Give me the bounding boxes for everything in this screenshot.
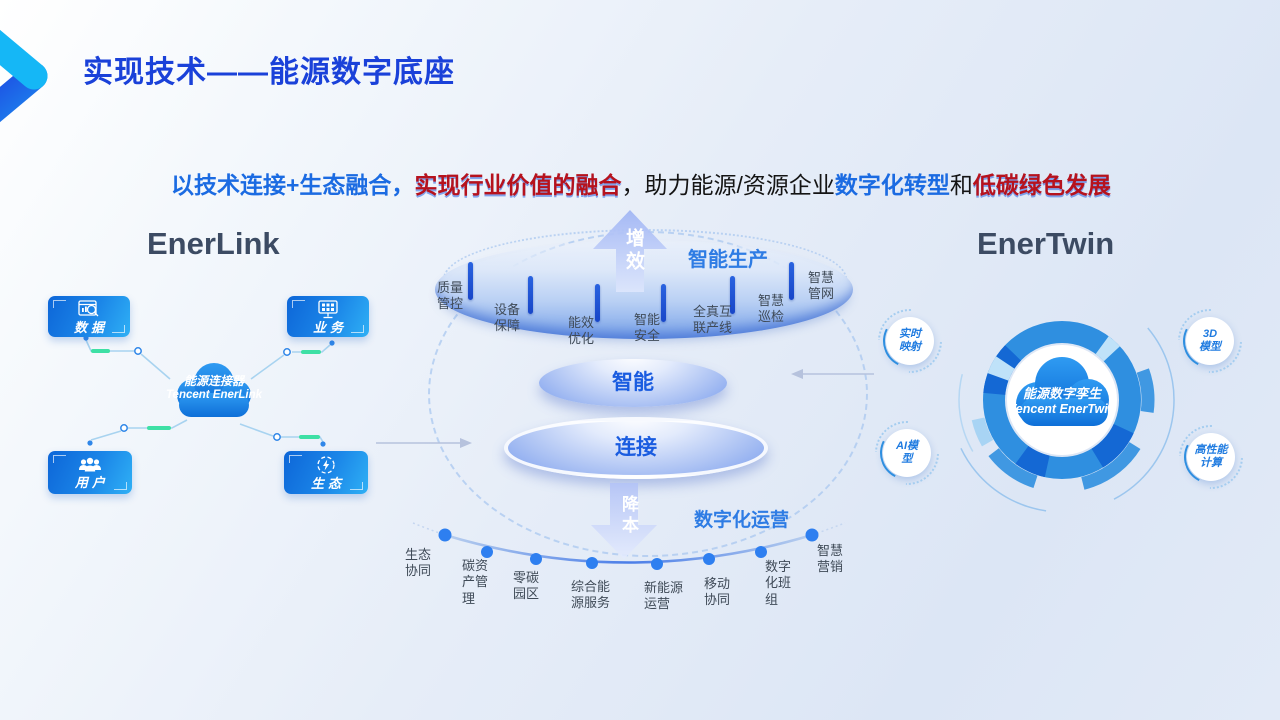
badge-3d-model: 3D模型 xyxy=(1186,317,1234,365)
bottom-item-label: 数字化班组 xyxy=(765,559,792,607)
down-arrow xyxy=(591,483,657,559)
down-arrow-label: 降本 xyxy=(619,495,638,537)
business-monitor-icon xyxy=(318,299,338,318)
enerlink-cloud-text: 能源连接器 Tencent EnerLink xyxy=(158,372,270,401)
enerlink-cloud-line2: Tencent EnerLink xyxy=(165,389,263,401)
enertwin-ring xyxy=(949,287,1175,513)
platform-item-label: 质量管控 xyxy=(437,280,464,312)
data-chart-icon xyxy=(78,299,99,316)
enertwin-heading: EnerTwin xyxy=(977,226,1115,261)
enerlink-box-label: 用户 xyxy=(74,475,109,490)
smart-production-label: 智能生产 xyxy=(688,249,768,271)
flow-arrow-left xyxy=(791,369,874,379)
platform-bar xyxy=(661,284,666,322)
enertwin-cloud-text: 能源数字孪生 Tencent EnerTwin xyxy=(982,383,1142,416)
badge-label: 高性能计算 xyxy=(1194,443,1228,469)
subtitle-part-blue2: 数字化转型 xyxy=(834,172,950,198)
subtitle-part-red2: 低碳绿色发展 xyxy=(972,172,1111,198)
up-arrow-label: 增效 xyxy=(623,228,644,274)
enertwin-cloud-icon xyxy=(1016,357,1109,426)
platform-bar xyxy=(789,262,794,300)
enerlink-cloud-line1: 能源连接器 xyxy=(183,374,244,388)
badge-ai-model: AI模型 xyxy=(883,429,931,477)
up-arrow xyxy=(593,210,667,292)
badge-hpc: 高性能计算 xyxy=(1187,433,1235,481)
enerlink-box-label: 生态 xyxy=(310,476,345,491)
bottom-item-label: 生态协同 xyxy=(405,547,432,579)
page-title: 实现技术——能源数字底座 xyxy=(83,56,455,89)
platform-item-label: 能效优化 xyxy=(568,315,595,347)
bottom-item-label: 移动协同 xyxy=(704,576,731,608)
enerlink-connector-lines xyxy=(83,335,335,447)
platform-item-label: 全真互联产线 xyxy=(693,304,733,336)
subtitle-part-red1: 实现行业价值的融合 xyxy=(414,172,622,198)
platform-bar xyxy=(595,284,600,322)
bottom-item-label: 综合能源服务 xyxy=(571,579,611,611)
subtitle: 以技术连接+生态融合，实现行业价值的融合，助力能源/资源企业数字化转型和低碳绿色… xyxy=(171,166,1111,200)
enerlink-box-label: 数据 xyxy=(73,319,108,335)
enerlink-box-data: 数据 xyxy=(48,296,130,337)
bottom-item-label: 零碳园区 xyxy=(513,570,540,602)
flow-arrow-right xyxy=(376,438,472,448)
chevron-play-logo xyxy=(0,29,48,123)
platform-item-label: 设备保障 xyxy=(494,302,521,334)
users-icon xyxy=(79,457,101,472)
intelligence-ellipse: 智能 xyxy=(539,359,727,407)
enerlink-cloud-icon xyxy=(177,363,251,417)
enerlink-heading: EnerLink xyxy=(147,226,280,261)
ecosystem-energy-icon xyxy=(317,456,335,474)
platform-item-label: 智慧管网 xyxy=(808,270,835,302)
subtitle-part-black2: 和 xyxy=(949,172,973,198)
bottom-item-label: 碳资产管理 xyxy=(462,558,489,606)
enerlink-box-label: 业务 xyxy=(312,319,347,335)
platform-item-label: 智能安全 xyxy=(634,312,661,344)
badge-label: 3D模型 xyxy=(1199,327,1221,353)
enertwin-cloud-line1: 能源数字孪生 xyxy=(1022,386,1101,401)
platform-bar xyxy=(730,276,735,314)
badge-label: AI模型 xyxy=(896,439,918,465)
subtitle-part-blue1: 以技术连接+生态融合， xyxy=(171,172,415,198)
enerlink-box-ecosystem: 生态 xyxy=(284,451,368,494)
bottom-item-label: 智慧营销 xyxy=(817,543,844,575)
enertwin-cloud-line2: Tencent EnerTwin xyxy=(1008,402,1116,416)
enerlink-box-business: 业务 xyxy=(287,296,369,337)
platform-bar xyxy=(468,262,473,300)
badge-label: 实时映射 xyxy=(899,327,921,353)
connection-ellipse: 连接 xyxy=(504,417,768,479)
badge-realtime-mapping: 实时映射 xyxy=(886,317,934,365)
enerlink-box-users: 用户 xyxy=(48,451,132,494)
bottom-arc xyxy=(412,522,846,570)
platform-bar xyxy=(528,276,533,314)
platform-item-label: 智慧巡检 xyxy=(758,293,785,325)
digital-operation-label: 数字化运营 xyxy=(694,510,790,531)
bottom-item-label: 新能源运营 xyxy=(644,580,684,612)
subtitle-part-black1: ，助力能源/资源企业 xyxy=(621,172,835,198)
